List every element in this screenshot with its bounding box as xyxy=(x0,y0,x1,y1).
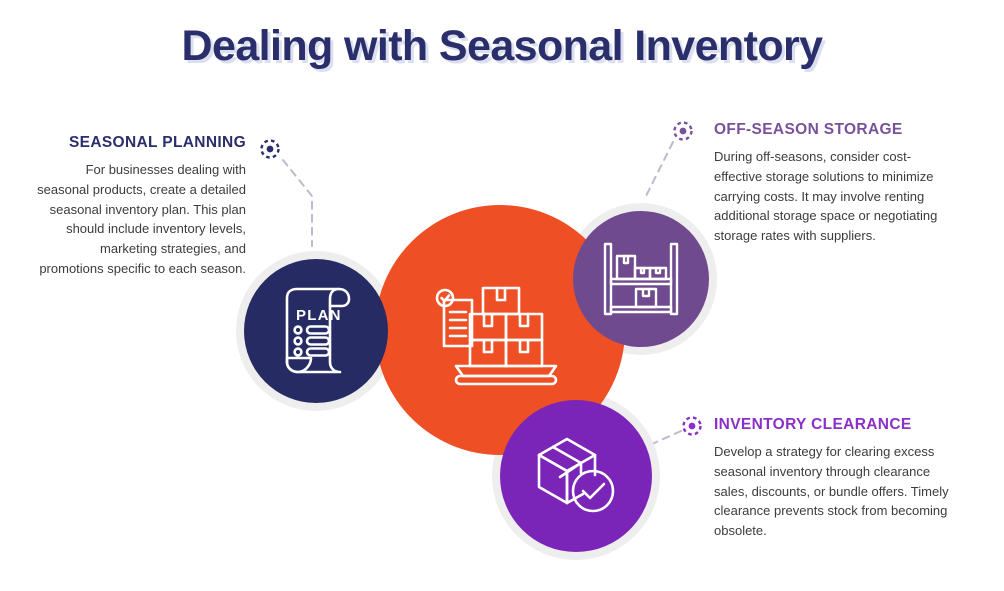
body-off-season-storage: During off-seasons, consider cost-effect… xyxy=(714,149,938,244)
page-title: Dealing with Seasonal Inventory xyxy=(181,22,823,70)
box-check-icon xyxy=(533,435,619,517)
heading-off-season-storage: OFF-SEASON STORAGE xyxy=(714,121,903,138)
text-block-inventory-clearance: INVENTORY CLEARANCE Develop a strategy f… xyxy=(714,416,958,541)
plan-scroll-icon: PLAN xyxy=(273,284,359,378)
body-seasonal-planning: For businesses dealing with seasonal pro… xyxy=(37,162,246,276)
text-block-seasonal-planning: SEASONAL PLANNING For businesses dealing… xyxy=(34,134,246,279)
heading-inventory-clearance: INVENTORY CLEARANCE xyxy=(714,416,912,433)
circle-off-season-storage xyxy=(573,211,709,347)
marker-off-season-storage xyxy=(672,120,694,142)
connector-storage xyxy=(645,141,674,197)
circle-seasonal-planning: PLAN xyxy=(244,259,388,403)
connector-clearance xyxy=(651,430,682,445)
marker-seasonal-planning xyxy=(259,138,281,160)
warehouse-shelf-icon xyxy=(602,241,680,317)
connector-planning xyxy=(282,159,313,247)
circle-inventory-clearance xyxy=(500,400,652,552)
marker-inventory-clearance xyxy=(681,415,703,437)
stacked-boxes-clipboard-icon xyxy=(425,270,575,390)
heading-seasonal-planning: SEASONAL PLANNING xyxy=(68,134,246,151)
svg-text:PLAN: PLAN xyxy=(296,307,342,324)
text-block-off-season-storage: OFF-SEASON STORAGE During off-seasons, c… xyxy=(714,121,958,246)
body-inventory-clearance: Develop a strategy for clearing excess s… xyxy=(714,444,949,539)
